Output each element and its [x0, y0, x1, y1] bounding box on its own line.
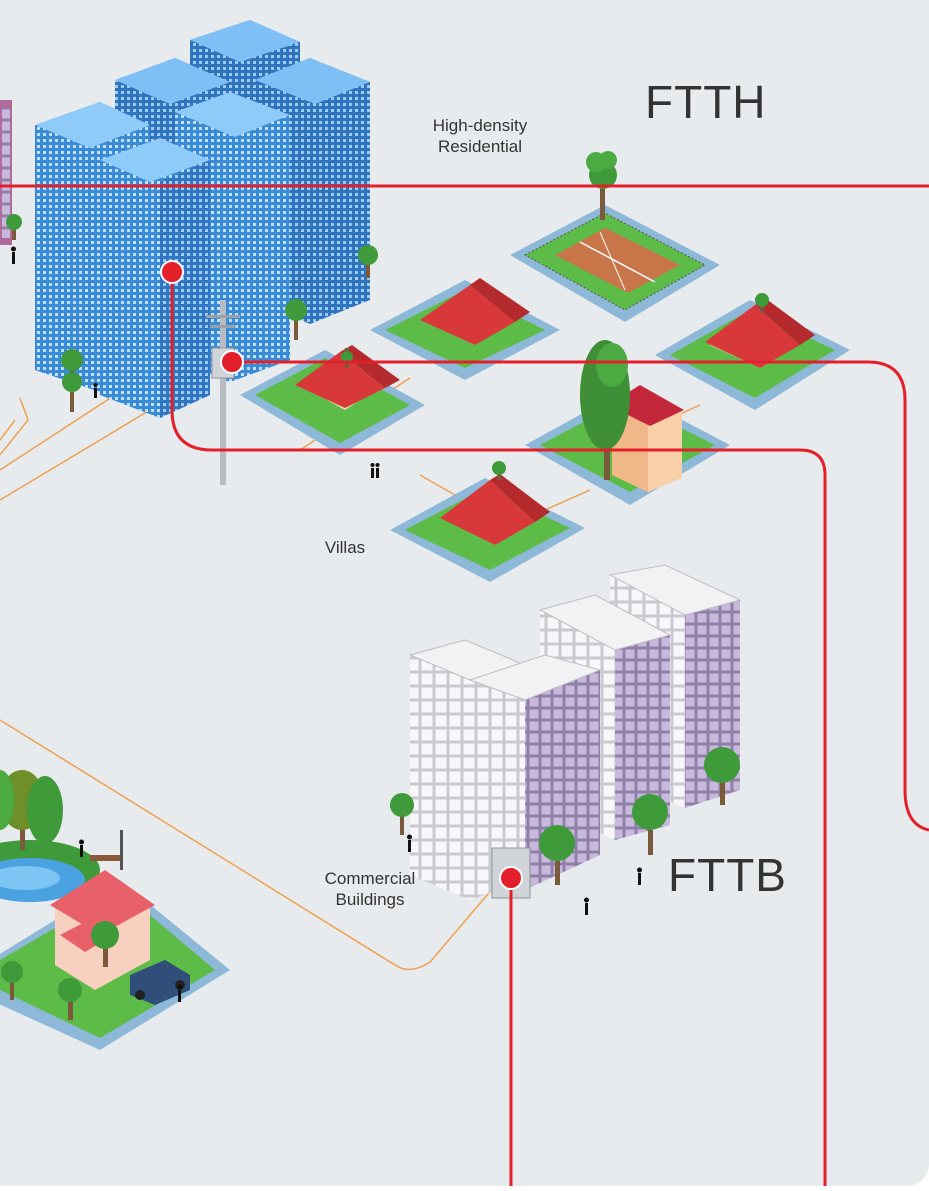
fiber-lines: [0, 184, 929, 1186]
commercial-line2: Buildings: [335, 890, 405, 910]
commercial-label: Commercial Buildings: [300, 868, 440, 911]
villas-label: Villas: [324, 538, 366, 557]
villa-plots: [240, 278, 850, 582]
people: [11, 246, 642, 1002]
commercial-line1: Commercial: [324, 869, 416, 888]
fiber-branch-villas: [232, 360, 929, 832]
node-tower: [160, 260, 184, 284]
fiber-nodes: [160, 260, 523, 890]
high-density-line1: High-density: [432, 116, 528, 135]
fiber-branch-tower: [170, 272, 827, 1186]
high-density-line2: Residential: [437, 137, 523, 157]
node-pole: [220, 350, 244, 374]
park-area: [0, 770, 230, 1050]
fttb-label: FTTB: [668, 849, 787, 901]
tower-trees: [6, 214, 378, 412]
ftth-label: FTTH: [645, 76, 767, 128]
high-density-towers: [35, 20, 370, 418]
high-density-label: High-density Residential: [410, 115, 550, 158]
tennis-court-plot: [510, 151, 720, 322]
node-commercial: [499, 866, 523, 890]
